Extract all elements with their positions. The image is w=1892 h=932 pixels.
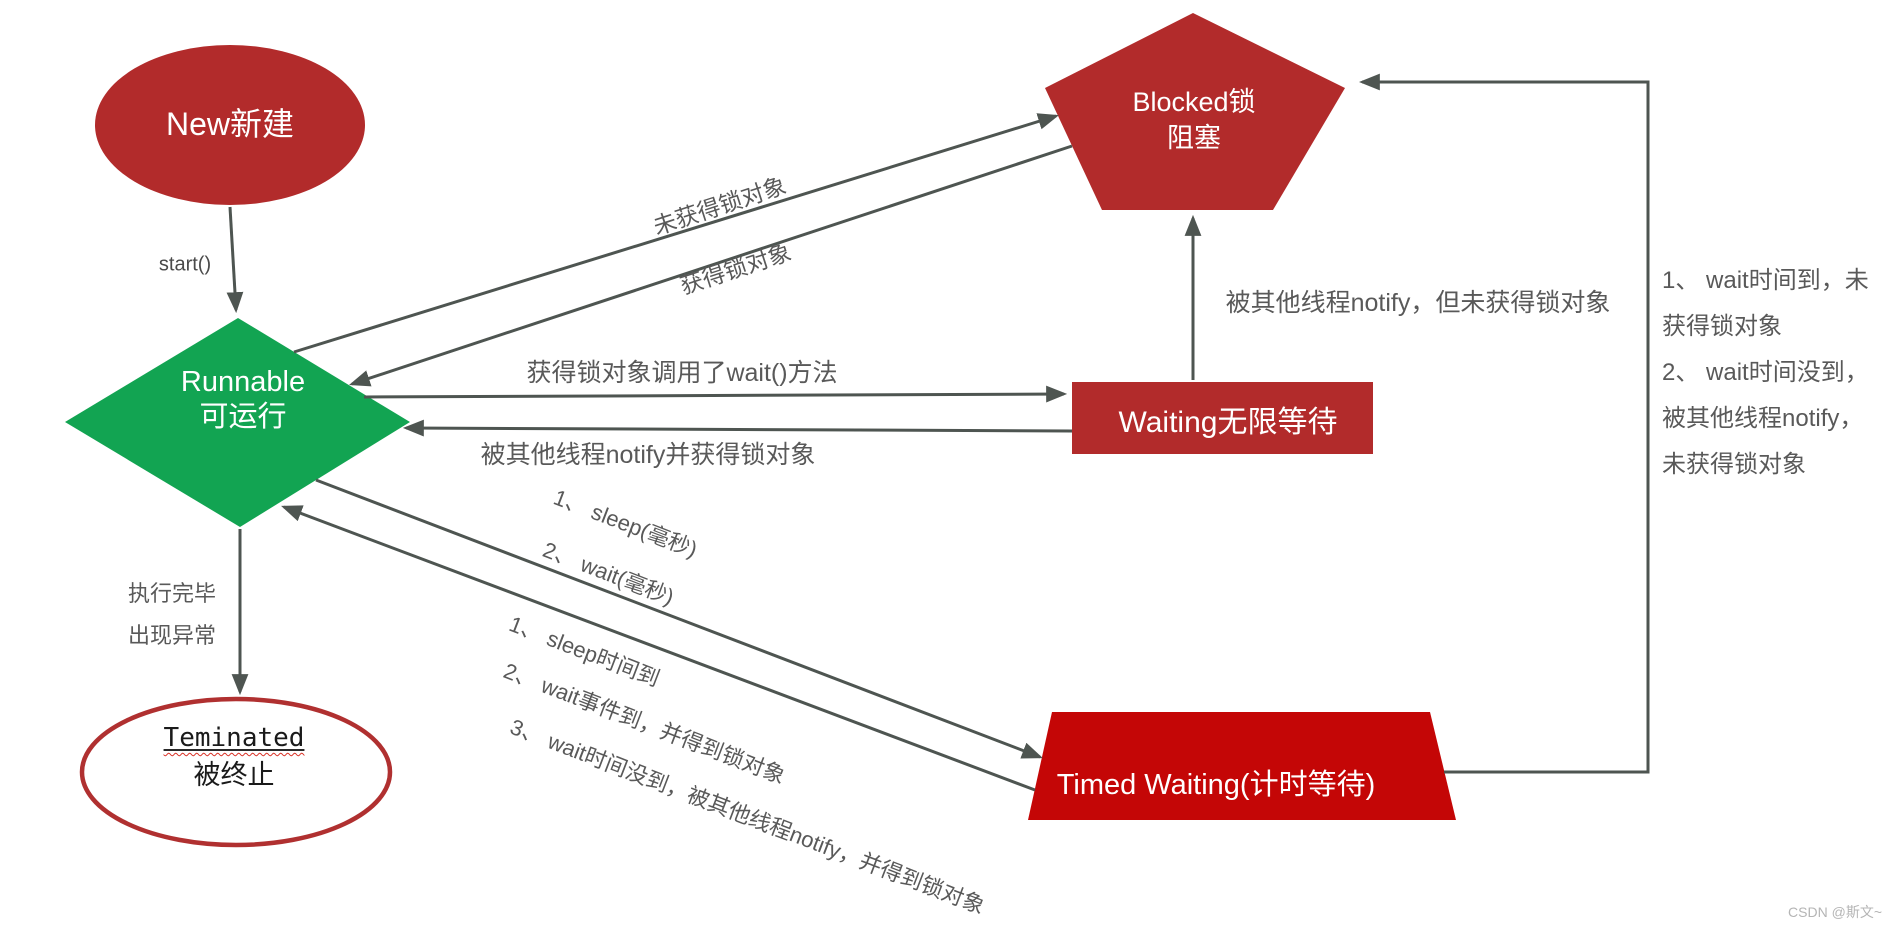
blocked-state-pentagon: [1045, 13, 1345, 210]
blocked-state-label: Blocked锁 阻塞: [1132, 84, 1255, 156]
note-line-4: 被其他线程notify，: [1662, 405, 1864, 432]
note-line-1: 1、 wait时间到，未: [1662, 267, 1869, 294]
note-line-2: 获得锁对象: [1662, 313, 1782, 340]
note-line-3: 2、 wait时间没到，: [1662, 359, 1869, 386]
runnable-subtitle: 可运行: [199, 401, 287, 433]
timed-to-blocked-note: 1、 wait时间到，未 获得锁对象 2、 wait时间没到， 被其他线程not…: [1662, 258, 1869, 488]
timed-waiting-state-label: Timed Waiting(计时等待): [1056, 769, 1376, 801]
arrow-waiting-to-runnable: [402, 419, 1073, 437]
arrow-runnable-to-timed-waiting: [315, 478, 1043, 759]
terminated-title-underline: Teminated: [164, 720, 305, 757]
csdn-watermark: CSDN @斯文~: [1788, 904, 1882, 920]
arrow-timed-waiting-to-blocked: [1358, 73, 1650, 774]
label-wait-method: 获得锁对象调用了wait()方法: [526, 359, 838, 387]
arrow-blocked-to-runnable: [349, 144, 1073, 387]
terminated-title: Teminated: [163, 723, 305, 753]
terminated-state-label: Teminated 被终止: [164, 720, 305, 794]
waiting-state-label: Waiting无限等待: [1118, 406, 1338, 439]
label-start: start(): [158, 253, 212, 276]
terminated-state-ellipse: [79, 696, 393, 848]
terminated-subtitle: 被终止: [193, 760, 275, 790]
label-exception: 出现异常: [127, 623, 217, 648]
runnable-state-diamond: [65, 318, 410, 527]
blocked-title: Blocked锁: [1132, 87, 1256, 117]
arrow-runnable-to-waiting: [363, 385, 1068, 403]
waiting-state-rect: [1072, 382, 1373, 454]
new-state-ellipse: [95, 45, 365, 205]
arrow-runnable-to-blocked: [293, 113, 1060, 354]
new-state-label: New新建: [165, 106, 295, 142]
transition-arrows: [226, 73, 1650, 792]
runnable-title: Runnable: [180, 366, 306, 398]
label-notify-no-lock: 被其他线程notify，但未获得锁对象: [1225, 289, 1611, 317]
timed-waiting-trapezoid: [1028, 712, 1456, 820]
note-line-5: 未获得锁对象: [1662, 451, 1806, 478]
blocked-subtitle: 阻塞: [1167, 123, 1221, 153]
label-exec-finished: 执行完毕: [127, 581, 217, 606]
label-notify-and-lock: 被其他线程notify并获得锁对象: [480, 441, 816, 469]
runnable-state-label: Runnable 可运行: [181, 365, 305, 435]
arrow-new-to-runnable: [226, 206, 244, 314]
arrow-timed-waiting-to-runnable: [281, 505, 1036, 792]
